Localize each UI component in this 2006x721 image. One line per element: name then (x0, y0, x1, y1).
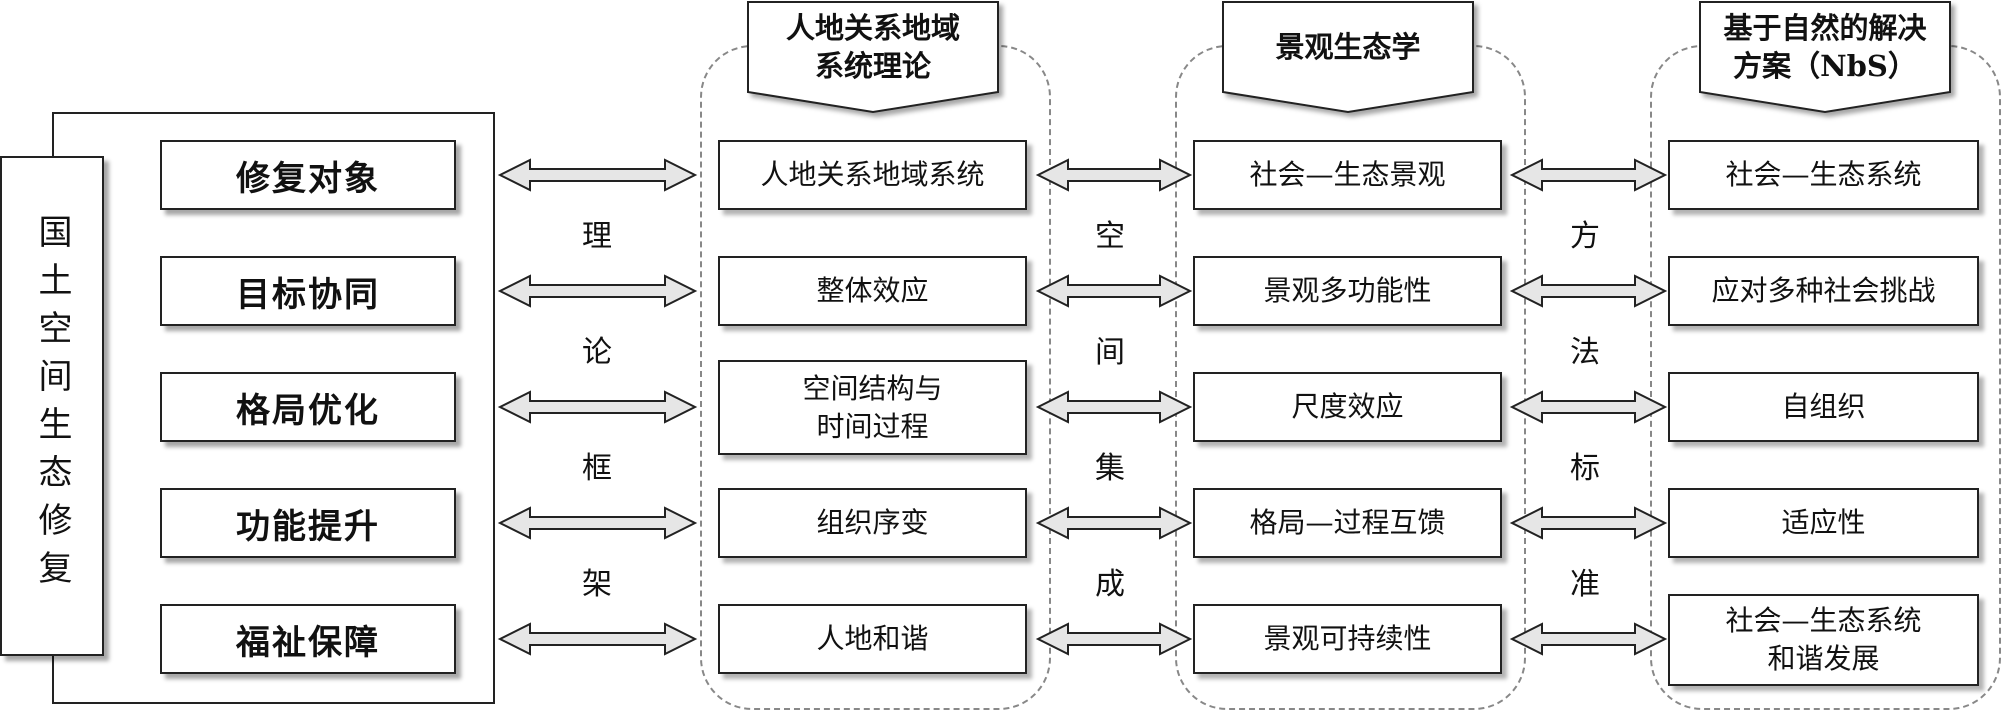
connector-1-char-3: 框 (582, 451, 612, 486)
connector-2-char-3: 集 (1095, 451, 1125, 486)
arrow-landscape-nbs-4 (1509, 506, 1668, 540)
nbs-item-3: 自组织 (1668, 372, 1979, 442)
connector-3-char-2: 法 (1570, 335, 1600, 370)
connector-1-char-4: 架 (582, 567, 612, 602)
arrow-theory-landscape-1 (1035, 158, 1193, 192)
connector-3-char-4: 准 (1570, 567, 1600, 602)
vertical-title: 国土空间生态修复 (32, 214, 72, 598)
header-theory: 人地关系地域 系统理论 (785, 11, 960, 83)
arrow-landscape-nbs-3 (1509, 390, 1668, 424)
connector-2-char-2: 间 (1095, 335, 1125, 370)
arrow-left-theory-3 (497, 390, 698, 424)
header-nbs: 基于自然的解决 方案（NbS） (1723, 11, 1927, 83)
left-item-goal-synergy: 目标协同 (160, 256, 456, 326)
connector-1-char-2: 论 (582, 335, 612, 370)
arrow-left-theory-4 (497, 506, 698, 540)
theory-item-5: 人地和谐 (718, 604, 1027, 674)
landscape-item-1: 社会—生态景观 (1193, 140, 1502, 210)
arrow-landscape-nbs-5 (1509, 622, 1668, 656)
arrow-theory-landscape-5 (1035, 622, 1193, 656)
theory-item-4: 组织序变 (718, 488, 1027, 558)
header-shape-landscape (1222, 1, 1474, 114)
nbs-item-2: 应对多种社会挑战 (1668, 256, 1979, 326)
arrow-landscape-nbs-1 (1509, 158, 1668, 192)
landscape-item-4: 格局—过程互馈 (1193, 488, 1502, 558)
theory-item-1: 人地关系地域系统 (718, 140, 1027, 210)
landscape-item-3: 尺度效应 (1193, 372, 1502, 442)
arrow-left-theory-5 (497, 622, 698, 656)
arrow-left-theory-2 (497, 274, 698, 308)
arrow-landscape-nbs-2 (1509, 274, 1668, 308)
nbs-item-4: 适应性 (1668, 488, 1979, 558)
connector-2-char-1: 空 (1095, 219, 1125, 254)
nbs-item-1: 社会—生态系统 (1668, 140, 1979, 210)
left-item-pattern-optimization: 格局优化 (160, 372, 456, 442)
landscape-item-5: 景观可持续性 (1193, 604, 1502, 674)
landscape-item-2: 景观多功能性 (1193, 256, 1502, 326)
theory-item-3: 空间结构与 时间过程 (718, 360, 1027, 455)
arrow-left-theory-1 (497, 158, 698, 192)
arrow-theory-landscape-2 (1035, 274, 1193, 308)
header-landscape: 景观生态学 (1275, 30, 1421, 65)
left-item-restoration-object: 修复对象 (160, 140, 456, 210)
connector-1-char-1: 理 (582, 219, 612, 254)
header-shape-theory (747, 1, 999, 114)
theory-item-2: 整体效应 (718, 256, 1027, 326)
arrow-theory-landscape-4 (1035, 506, 1193, 540)
header-shape-nbs (1699, 1, 1951, 114)
left-item-function-enhancement: 功能提升 (160, 488, 456, 558)
nbs-item-5: 社会—生态系统 和谐发展 (1668, 594, 1979, 686)
connector-3-char-3: 标 (1570, 451, 1600, 486)
vertical-title-box: 国土空间生态修复 (0, 156, 104, 656)
left-item-welfare-guarantee: 福祉保障 (160, 604, 456, 674)
connector-3-char-1: 方 (1570, 219, 1600, 254)
connector-2-char-4: 成 (1095, 567, 1125, 602)
arrow-theory-landscape-3 (1035, 390, 1193, 424)
